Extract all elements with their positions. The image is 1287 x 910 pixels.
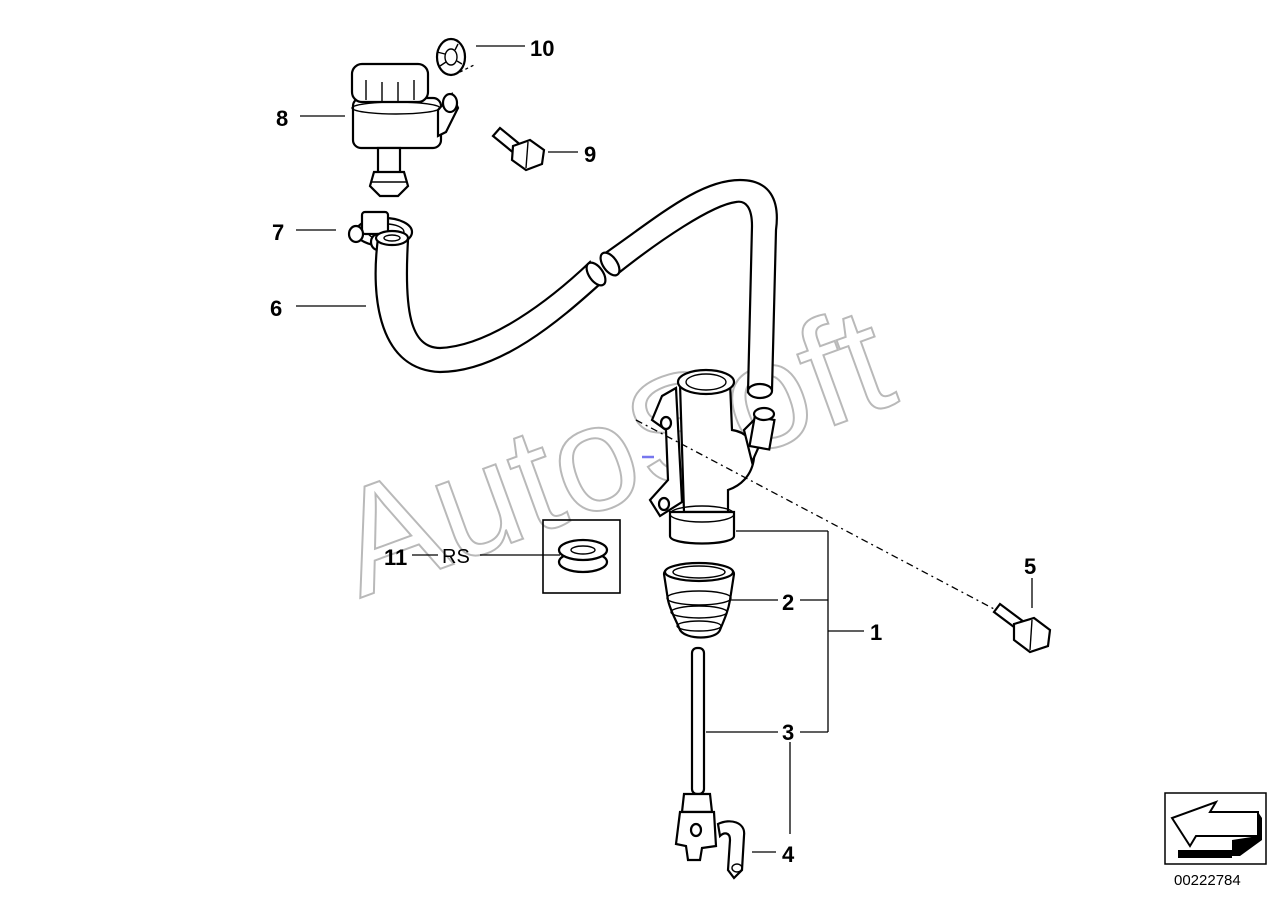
direction-arrow-box	[1164, 792, 1267, 865]
callout-1: 1	[870, 620, 882, 645]
hose-icon	[374, 178, 778, 400]
washer-icon	[435, 37, 467, 77]
callout-2: 2	[782, 590, 794, 615]
leader-lines	[296, 45, 1033, 853]
master-cylinder-icon	[648, 368, 776, 545]
figure-number: 00222784	[1174, 872, 1241, 889]
clevis-icon	[674, 810, 746, 880]
reservoir-icon	[350, 62, 460, 198]
callout-6: 6	[270, 296, 282, 321]
callout-labels: 1 2 3 4 5 6 7 8 9 10 11 RS	[270, 36, 1036, 867]
bolt-icon	[491, 126, 546, 172]
callout-11: 11	[384, 545, 407, 570]
callout-8: 8	[276, 106, 288, 131]
callout-3: 3	[782, 720, 794, 745]
rs-note: RS	[442, 546, 470, 568]
callout-7: 7	[272, 220, 284, 245]
grommet-icon	[557, 538, 609, 574]
bolt-icon	[992, 602, 1052, 654]
direction-arrow-icon	[1170, 800, 1262, 858]
callout-5: 5	[1024, 554, 1036, 579]
grommet-box	[542, 519, 621, 594]
boot-icon	[662, 561, 736, 639]
callout-9: 9	[584, 142, 596, 167]
push-rod-icon	[680, 646, 714, 814]
callout-4: 4	[782, 842, 795, 867]
callout-10: 10	[530, 36, 554, 61]
